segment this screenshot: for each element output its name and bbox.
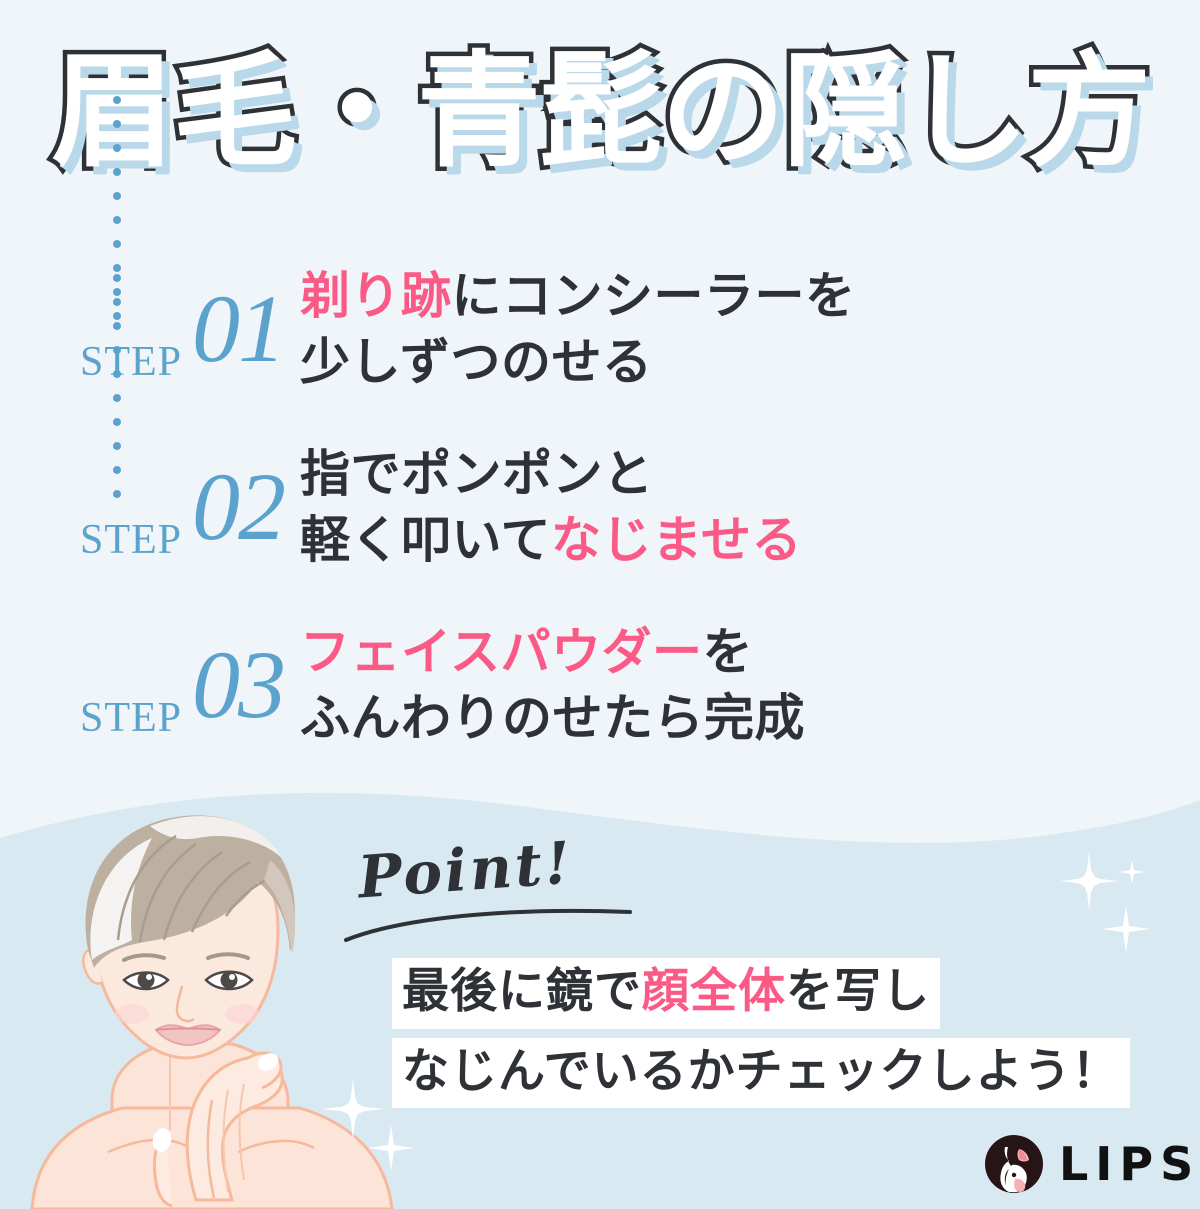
- step-text-3-line-2: ふんわりのせたら完成: [300, 685, 1200, 751]
- step-1-plain-a: にコンシーラーを: [451, 267, 856, 325]
- step-3-plain-b: ふんわりのせたら完成: [300, 689, 805, 747]
- point-plain-c: なじんでいるかチェックしよう！: [402, 1043, 1120, 1099]
- point-label: Point!: [344, 829, 678, 946]
- step-2-plain-b: 軽く叩いて: [300, 511, 551, 569]
- step-number-1: 01: [192, 274, 286, 382]
- sparkle-star-small-right: [1102, 905, 1150, 953]
- step-label-1: STEP: [79, 338, 182, 385]
- point-label-text: Point!: [355, 828, 576, 912]
- step-3-highlight: フェイスパウダー: [300, 623, 703, 681]
- page-title-text: 眉毛・青髭の隠し方: [46, 40, 1155, 184]
- point-text-line-2: なじんでいるかチェックしよう！: [392, 1037, 1130, 1109]
- step-label-3: STEP: [79, 694, 182, 741]
- sparkle-star-large-left: [322, 1078, 384, 1140]
- step-3-plain-a: を: [702, 623, 753, 681]
- step-text-1-line-2: 少しずつのせる: [300, 329, 1200, 395]
- deer-head-icon: [985, 1135, 1043, 1193]
- sparkle-plus-small-right: [1120, 860, 1144, 884]
- step-1-plain-b: 少しずつのせる: [300, 333, 653, 391]
- step-text-2: 指でポンポンと 軽く叩いてなじませる: [300, 441, 1200, 573]
- point-underline-swash: [344, 908, 632, 942]
- step-text-2-line-2: 軽く叩いてなじませる: [300, 507, 1200, 573]
- step-2-highlight: なじませる: [551, 511, 802, 569]
- step-text-1: 剃り跡にコンシーラーを 少しずつのせる: [300, 263, 1200, 395]
- point-text-line-1: 最後に鏡で顔全体を写し: [392, 958, 940, 1029]
- step-2-plain-a: 指でポンポンと: [300, 445, 654, 503]
- point-text-block: 最後に鏡で顔全体を写し なじんでいるかチェックしよう！: [392, 958, 1200, 1109]
- page-title: 眉毛・青髭の隠し方: [0, 40, 1200, 184]
- lips-logo: LIPS: [985, 1135, 1200, 1193]
- point-highlight: 顔全体: [642, 964, 786, 1019]
- step-1-highlight: 剃り跡: [300, 267, 452, 325]
- person-illustration: [30, 815, 394, 1209]
- sparkle-star-large-right: [1060, 852, 1118, 910]
- point-plain-a: 最後に鏡で: [402, 964, 642, 1019]
- sparkle-star-small-left: [368, 1125, 414, 1171]
- step-text-3-line-1: フェイスパウダーを: [300, 619, 1200, 685]
- step-text-1-line-1: 剃り跡にコンシーラーを: [300, 263, 1200, 329]
- point-plain-b: を写し: [786, 964, 930, 1019]
- step-text-3: フェイスパウダーを ふんわりのせたら完成: [300, 619, 1200, 751]
- step-number-2: 02: [192, 452, 286, 560]
- step-text-2-line-1: 指でポンポンと: [300, 441, 1200, 507]
- lips-wordmark: LIPS: [1059, 1137, 1200, 1191]
- step-number-3: 03: [192, 630, 286, 738]
- step-label-2: STEP: [79, 516, 182, 563]
